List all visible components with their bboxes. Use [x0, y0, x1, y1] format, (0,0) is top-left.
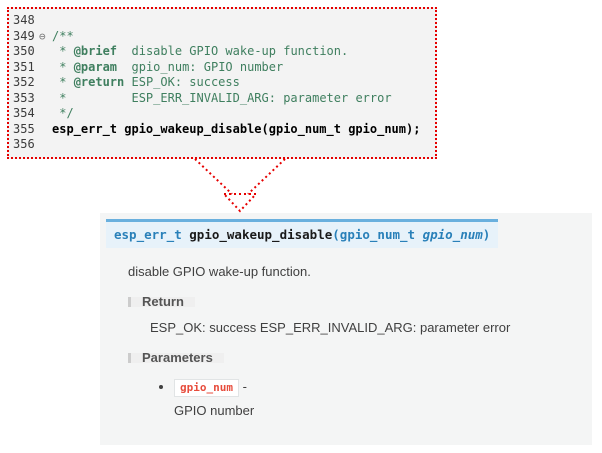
parameter-separator: - [242, 379, 247, 394]
code-line: 351 * @param gpio_num: GPIO number [13, 60, 433, 76]
comment-text: * [52, 75, 74, 89]
doxygen-tag: @param [73, 59, 118, 74]
line-number: 352 [13, 75, 35, 89]
code-editor-snippet[interactable]: 348 349 ⊖ /** 350 * @brief disable GPIO wa… [7, 7, 437, 159]
return-type-link[interactable]: esp_err_t [114, 227, 190, 242]
code-line: 353 * ESP_ERR_INVALID_ARG: parameter err… [13, 91, 433, 107]
line-number: 354 [13, 106, 35, 120]
line-number: 351 [13, 59, 35, 74]
return-label: Return [128, 295, 195, 308]
code-line: 348 [13, 13, 433, 29]
parameter-item: gpio_num - GPIO number [174, 377, 586, 420]
comment-text: disable GPIO wake-up function. [117, 44, 349, 58]
parameters-list: gpio_num - GPIO number [158, 377, 586, 420]
documentation-panel: esp_err_t gpio_wakeup_disable(gpio_num_t… [100, 213, 592, 445]
parameter-description: GPIO number [174, 402, 255, 418]
return-text: ESP_OK: success ESP_ERR_INVALID_ARG: par… [150, 320, 511, 335]
code-line: 355 esp_err_t gpio_wakeup_disable(gpio_nu… [13, 122, 433, 138]
line-number: 349 [13, 28, 35, 43]
comment-text: gpio_num: GPIO number [117, 59, 284, 74]
code-line: 349 ⊖ /** [13, 29, 433, 45]
line-number: 350 [13, 44, 35, 58]
comment-text: * [52, 44, 74, 58]
code-line: 352 * @return ESP_OK: success [13, 75, 433, 91]
line-number: 356 [13, 137, 35, 151]
parameters-label: Parameters [128, 351, 224, 364]
doxygen-tag: @brief [73, 44, 118, 58]
comment-text: */ [52, 106, 74, 120]
function-declaration-code: esp_err_t gpio_wakeup_disable(gpio_num_t… [52, 121, 421, 136]
closing-paren: ) [482, 227, 491, 242]
function-name: gpio_wakeup_disable [189, 227, 333, 242]
comment-text: /** [52, 28, 74, 43]
comment-text: * [52, 59, 74, 74]
param-type-link[interactable]: (gpio_num_t [332, 227, 423, 242]
code-line: 350 * @brief disable GPIO wake-up functi… [13, 44, 433, 60]
param-name: gpio_num [422, 227, 483, 242]
line-number: 353 [13, 90, 35, 105]
comment-text: * [52, 90, 67, 105]
comment-text: ESP_OK: success [124, 75, 240, 89]
code-line: 356 [13, 137, 433, 153]
function-signature: esp_err_t gpio_wakeup_disable(gpio_num_t… [106, 219, 499, 248]
function-description: disable GPIO wake-up function. [128, 264, 311, 279]
code-line: 354 */ [13, 106, 433, 122]
comment-text: ESP_ERR_INVALID_ARG: parameter error [66, 90, 392, 105]
line-number: 355 [13, 121, 35, 136]
fold-toggle-icon[interactable]: ⊖ [39, 29, 46, 43]
doxygen-tag: @return [73, 75, 125, 89]
line-number: 348 [13, 13, 35, 27]
parameter-name-chip: gpio_num [174, 379, 239, 397]
arrow-down-icon [194, 158, 286, 213]
